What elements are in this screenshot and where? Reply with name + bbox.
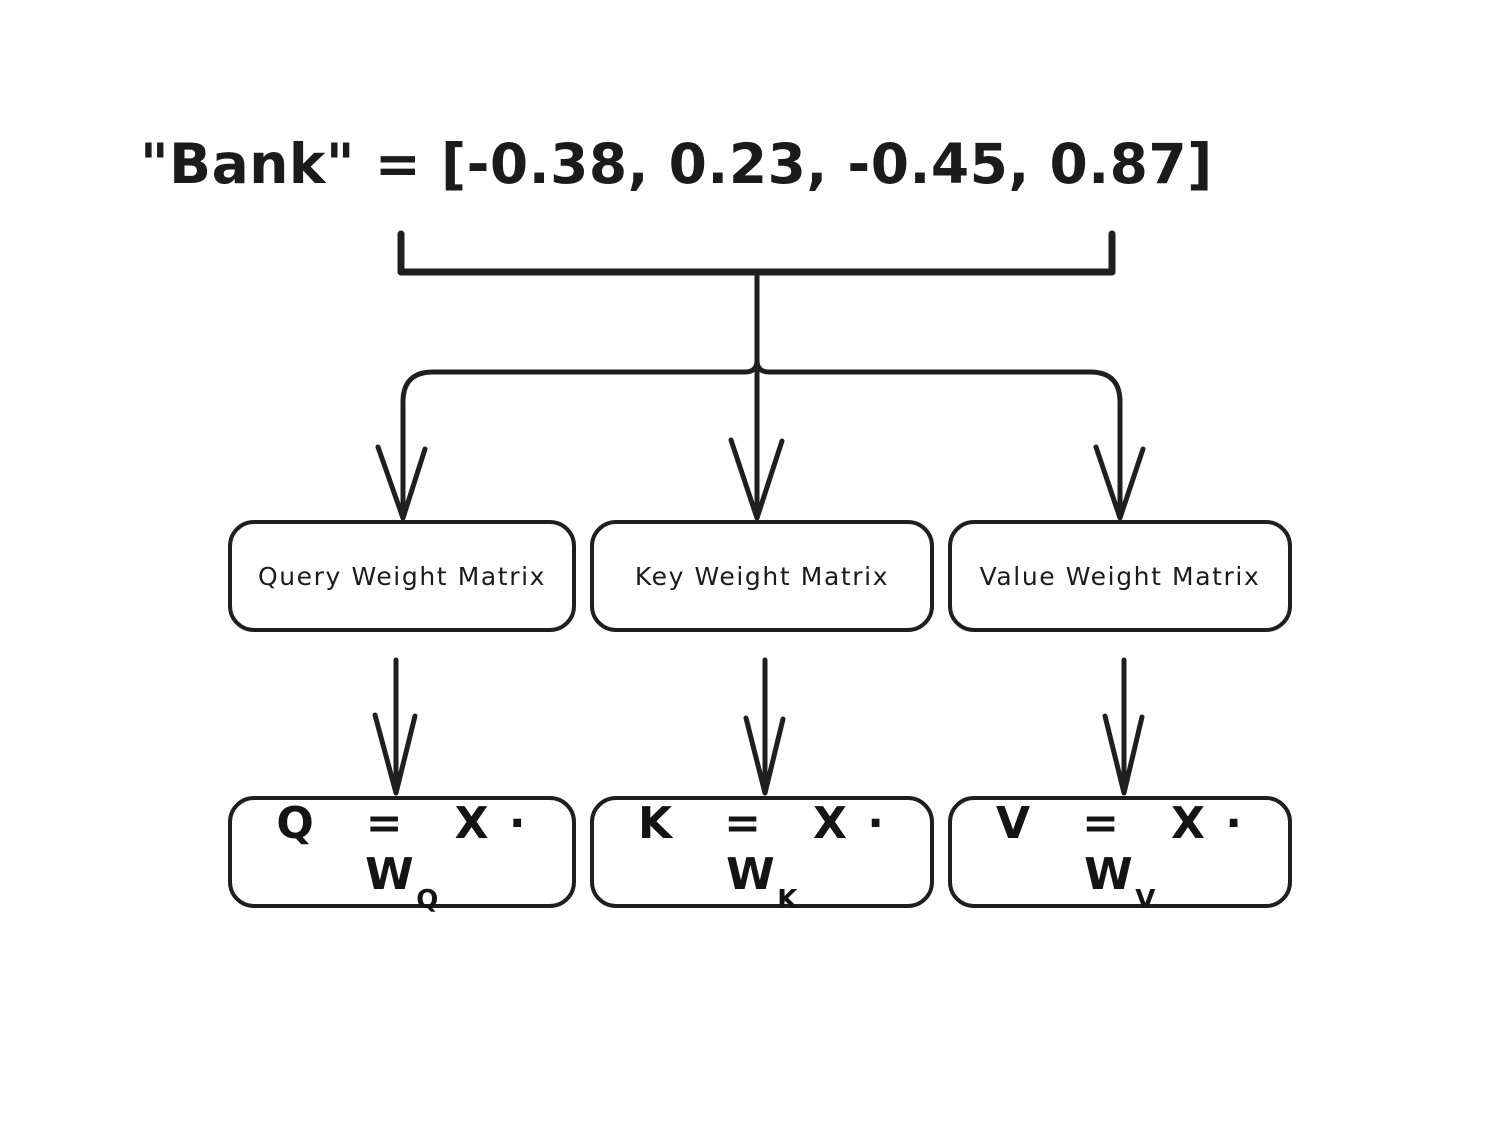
v-lhs: V bbox=[996, 798, 1032, 850]
q-dot-operator: · bbox=[508, 798, 526, 850]
q-rhs-x: X bbox=[454, 798, 491, 850]
value-weight-matrix-node[interactable]: Value Weight Matrix bbox=[948, 520, 1292, 632]
key-weight-matrix-node[interactable]: Key Weight Matrix bbox=[590, 520, 934, 632]
v-formula-text: V = X · WV bbox=[952, 798, 1288, 915]
query-weight-matrix-label: Query Weight Matrix bbox=[257, 561, 547, 591]
fanout-to-value-arrow bbox=[1093, 437, 1146, 521]
k-formula-node[interactable]: K = X · WK bbox=[590, 796, 934, 915]
value-to-v-arrow bbox=[1102, 657, 1145, 796]
k-weight-symbol: W bbox=[726, 849, 777, 901]
q-formula-node[interactable]: Q = X · WQ bbox=[228, 796, 576, 915]
q-lhs: Q bbox=[276, 798, 316, 850]
embedding-bracket-connector bbox=[397, 230, 1116, 363]
q-weight-symbol: W bbox=[365, 849, 416, 901]
fanout-distributor-bar bbox=[400, 357, 1123, 455]
v-equals: = bbox=[1082, 798, 1121, 850]
query-to-q-arrow bbox=[372, 657, 418, 796]
v-weight-subscript: V bbox=[1135, 884, 1157, 915]
key-to-k-arrow bbox=[743, 657, 786, 796]
k-rhs-x: X bbox=[812, 798, 849, 850]
v-dot-operator: · bbox=[1225, 798, 1242, 850]
k-weight-subscript: K bbox=[777, 884, 799, 915]
v-formula-node[interactable]: V = X · WV bbox=[948, 796, 1292, 915]
v-weight-symbol: W bbox=[1084, 849, 1135, 901]
fanout-to-key-arrow bbox=[728, 437, 785, 521]
q-formula-text: Q = X · WQ bbox=[232, 798, 572, 915]
v-rhs-x: X bbox=[1170, 798, 1207, 850]
k-equals: = bbox=[724, 798, 763, 850]
key-weight-matrix-label: Key Weight Matrix bbox=[634, 561, 890, 591]
query-weight-matrix-node[interactable]: Query Weight Matrix bbox=[228, 520, 576, 632]
fanout-to-query-arrow bbox=[375, 437, 428, 521]
k-dot-operator: · bbox=[867, 798, 884, 850]
k-lhs: K bbox=[638, 798, 674, 850]
q-weight-subscript: Q bbox=[416, 884, 440, 915]
embedding-vector-label: "Bank" = [-0.38, 0.23, -0.45, 0.87] bbox=[140, 132, 1213, 196]
q-equals: = bbox=[365, 798, 405, 850]
k-formula-text: K = X · WK bbox=[594, 798, 930, 915]
value-weight-matrix-label: Value Weight Matrix bbox=[979, 561, 1261, 591]
